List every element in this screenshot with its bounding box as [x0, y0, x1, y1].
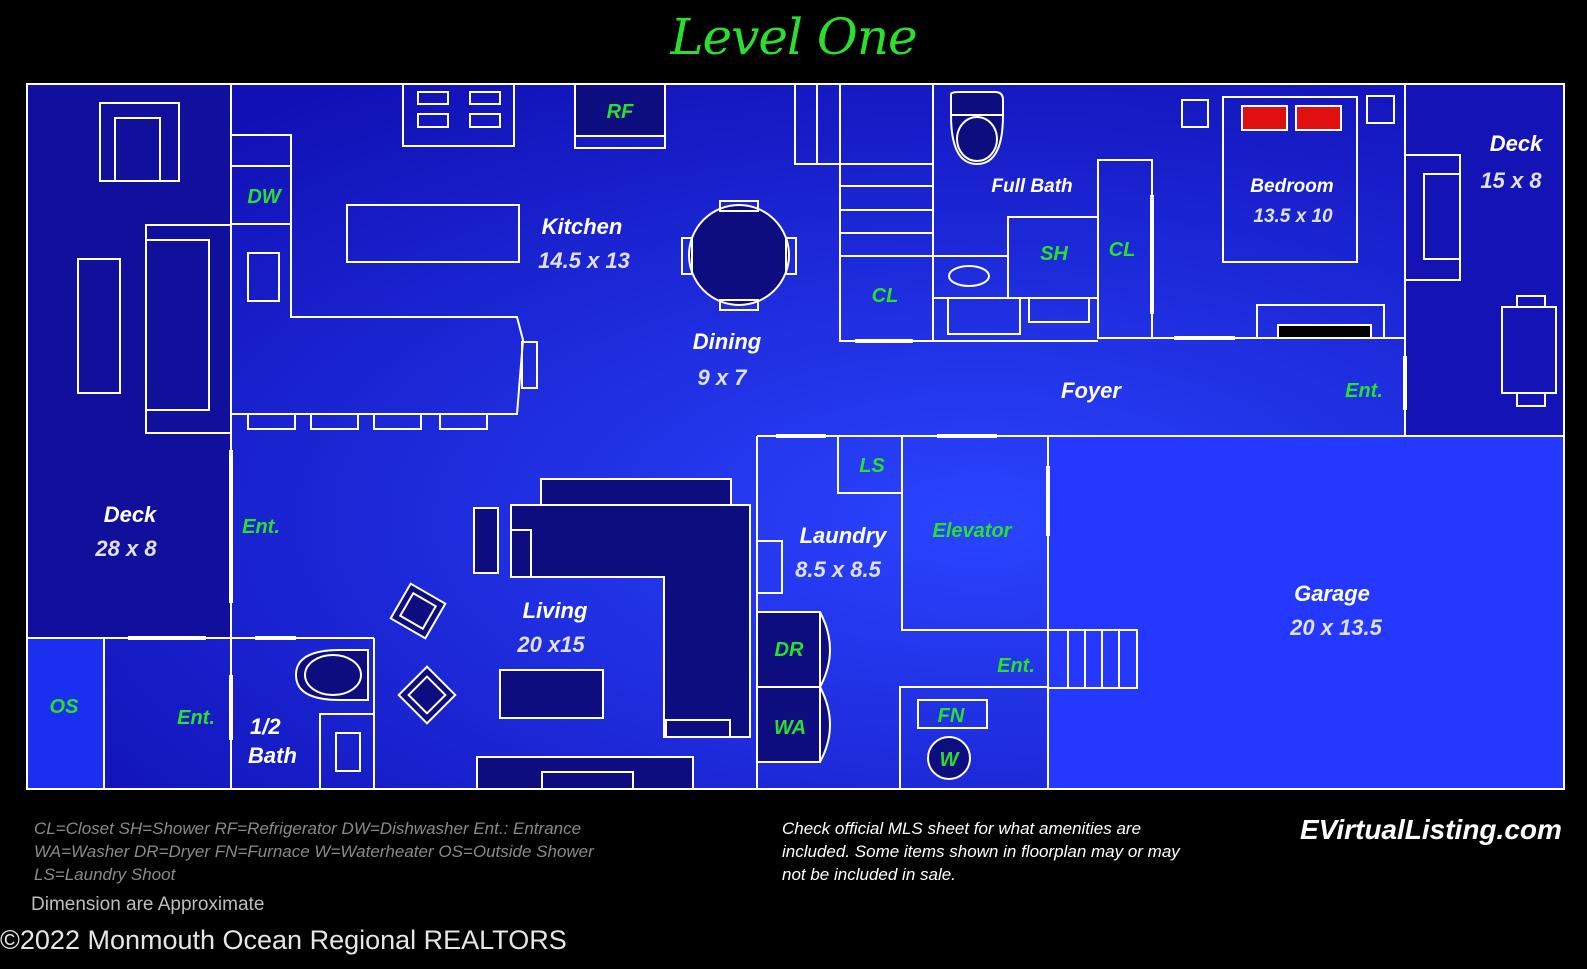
legend-line-1: CL=Closet SH=Shower RF=Refrigerator DW=D…: [34, 819, 582, 838]
copyright: ©2022 Monmouth Ocean Regional REALTORS: [0, 925, 567, 955]
laundry-size: 8.5 x 8.5: [795, 557, 881, 582]
entrance-foyer-label: Ent.: [1345, 380, 1383, 402]
outside-shower-label: OS: [50, 696, 80, 718]
closet-hall-label: CL: [872, 285, 899, 307]
deck-left-area: [26, 83, 232, 639]
disclaimer: Check official MLS sheet for what amenit…: [782, 819, 1180, 884]
legend-line-2: WA=Washer DR=Dryer FN=Furnace W=Waterhea…: [34, 842, 594, 861]
closet-bath-label: CL: [1109, 239, 1136, 261]
entrance-deck-label: Ent.: [242, 516, 280, 538]
dining-label: Dining: [693, 329, 762, 354]
shower-label: SH: [1040, 243, 1068, 265]
living-size: 20 x15: [516, 632, 585, 657]
refrigerator-label: RF: [607, 101, 634, 123]
dining-size: 9 x 7: [698, 365, 749, 390]
garage-label: Garage: [1294, 581, 1370, 606]
dishwasher-label: DW: [247, 186, 282, 208]
legend-line-3: LS=Laundry Shoot: [34, 865, 176, 884]
approximate-note: Dimension are Approximate: [31, 894, 265, 915]
plan-title: Level One: [670, 8, 917, 66]
living-label: Living: [523, 598, 588, 623]
elevator-label: Elevator: [933, 520, 1013, 542]
bedroom-label: Bedroom: [1250, 176, 1334, 197]
abbreviation-legend: CL=Closet SH=Shower RF=Refrigerator DW=D…: [34, 817, 594, 886]
deck-right-label: Deck: [1490, 131, 1544, 156]
kitchen-label: Kitchen: [542, 214, 623, 239]
kitchen-size: 14.5 x 13: [538, 248, 630, 273]
deck-left-label: Deck: [104, 502, 158, 527]
deck-right-size: 15 x 8: [1480, 168, 1542, 193]
entrance-os-label: Ent.: [177, 707, 215, 729]
garage-area: [1047, 435, 1565, 790]
entrance-garage-label: Ent.: [997, 655, 1035, 677]
laundry-shoot-label: LS: [859, 455, 885, 477]
garage-size: 20 x 13.5: [1289, 615, 1383, 640]
waterheater-label: W: [940, 749, 961, 771]
bedroom-size: 13.5 x 10: [1253, 206, 1333, 227]
dryer-label: DR: [775, 639, 804, 661]
full-bath-label: Full Bath: [991, 176, 1072, 197]
outside-shower-area: [26, 637, 105, 790]
deck-left-size: 28 x 8: [94, 536, 157, 561]
foyer-label: Foyer: [1061, 378, 1122, 403]
laundry-label: Laundry: [800, 523, 889, 548]
furnace-label: FN: [938, 705, 965, 727]
washer-label: WA: [774, 717, 806, 739]
brand-link[interactable]: EVirtualListing.com: [1300, 814, 1562, 845]
